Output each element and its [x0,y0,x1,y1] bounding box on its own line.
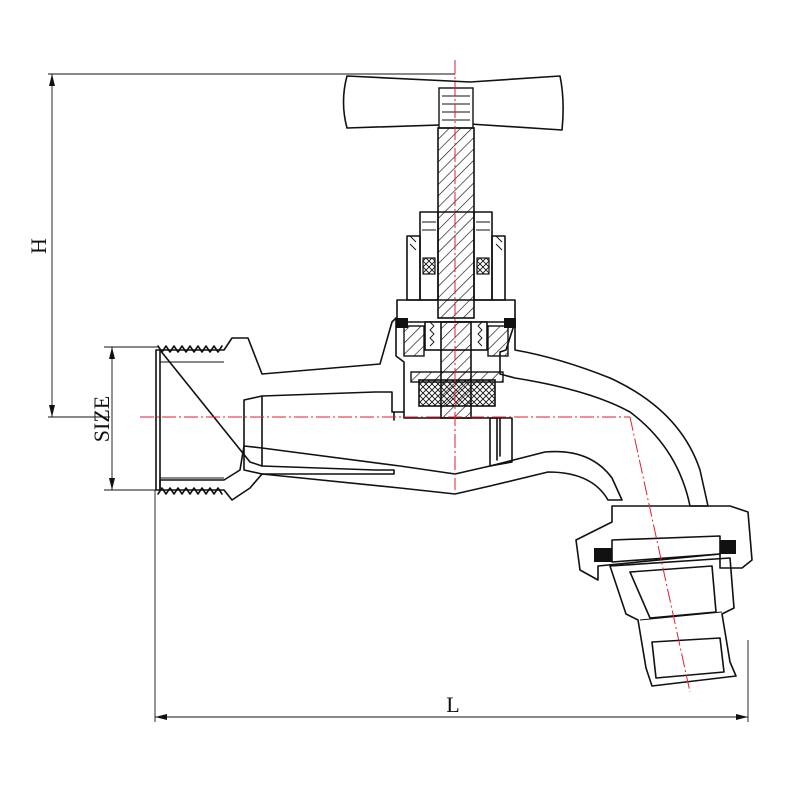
height-label: H [26,238,51,254]
dimension-size [104,346,158,491]
dimension-h [48,73,455,418]
size-label: SIZE [89,396,114,442]
inlet-thread [155,345,224,495]
centerlines [140,60,691,693]
dimension-l [154,490,749,722]
valve-spindle [396,318,516,419]
handle [342,75,564,131]
spindle-stem [437,127,475,319]
length-label: L [446,692,459,717]
outlet-nut [575,505,753,581]
hose-connector [609,557,737,687]
bonnet-gland [396,211,516,323]
